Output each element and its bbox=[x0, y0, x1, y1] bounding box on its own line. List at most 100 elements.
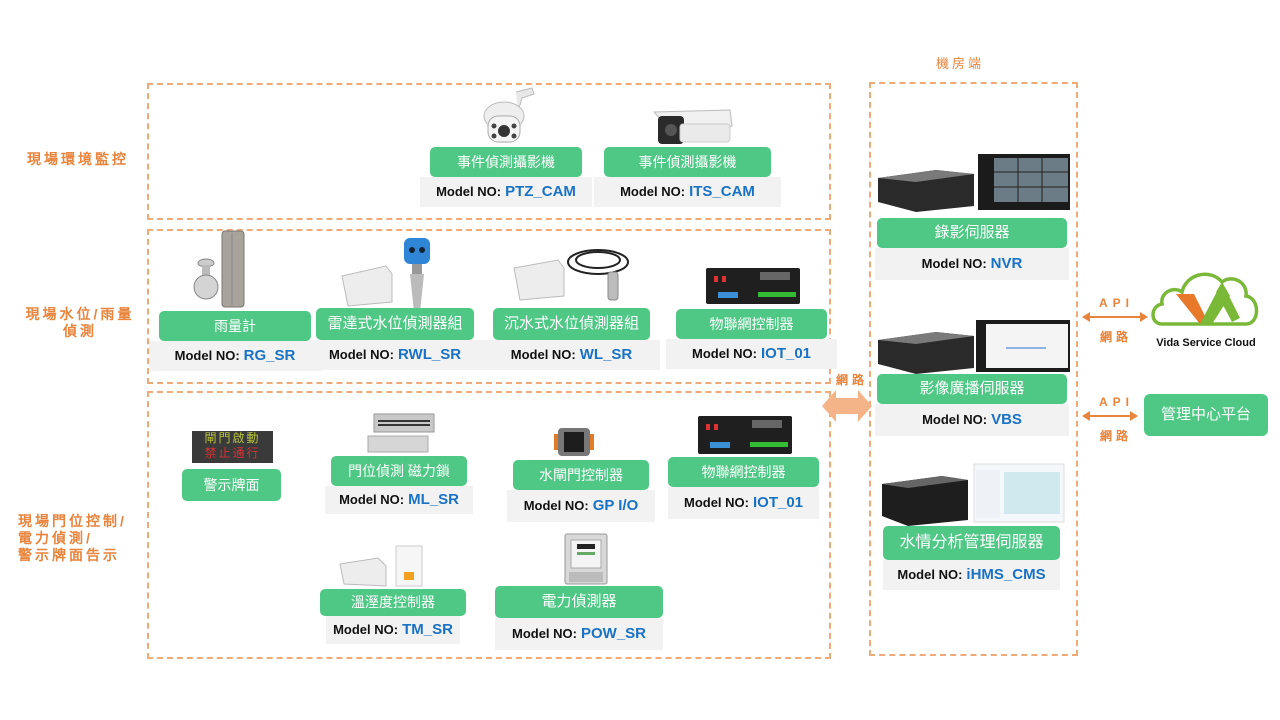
server-title: 影像廣播伺服器 bbox=[877, 374, 1067, 404]
model-row: Model NO:RG_SR bbox=[149, 341, 321, 371]
model-value: IOT_01 bbox=[752, 494, 804, 511]
server-title: 錄影伺服器 bbox=[877, 218, 1067, 248]
device-title: 電力偵測器 bbox=[495, 586, 663, 618]
model-row: Model NO:IOT_01 bbox=[668, 487, 819, 519]
section-label-door-power: 現場門位控制/ 電力偵測/ 警示牌面告示 bbox=[18, 513, 148, 564]
device-card-magnetic-lock[interactable]: 門位偵測 磁力鎖 Model NO:ML_SR bbox=[325, 456, 473, 514]
magnetic-lock-image bbox=[367, 413, 435, 453]
model-row: Model NO:iHMS_CMS bbox=[883, 560, 1060, 590]
device-title: 警示牌面 bbox=[182, 469, 281, 501]
device-title: 雷達式水位偵測器組 bbox=[316, 308, 474, 340]
device-title: 事件偵測攝影機 bbox=[430, 147, 582, 177]
device-card-ptz-cam[interactable]: 事件偵測攝影機 Model NO:PTZ_CAM bbox=[420, 147, 592, 207]
model-value: ITS_CAM bbox=[689, 183, 755, 200]
device-title: 沉水式水位偵測器組 bbox=[493, 308, 650, 340]
model-label: Model NO: bbox=[333, 622, 399, 637]
device-title: 門位偵測 磁力鎖 bbox=[331, 456, 467, 486]
model-row: Model NO:GP I/O bbox=[507, 490, 655, 522]
device-title: 雨量計 bbox=[159, 311, 311, 341]
device-card-radar-wl[interactable]: 雷達式水位偵測器組 Model NO:RWL_SR bbox=[306, 308, 484, 370]
server-card-vbs[interactable]: 影像廣播伺服器 Model NO:VBS bbox=[875, 374, 1069, 436]
section-label-line: 電力偵測/ bbox=[18, 530, 93, 546]
vida-cloud-logo[interactable] bbox=[1148, 262, 1264, 340]
management-platform-button[interactable]: 管理中心平台 bbox=[1144, 394, 1268, 436]
model-value: TM_SR bbox=[402, 621, 453, 638]
device-card-temp-humidity[interactable]: 溫溼度控制器 Model NO:TM_SR bbox=[320, 589, 466, 644]
device-card-warning-sign[interactable]: 警示牌面 bbox=[182, 469, 281, 501]
model-value: GP I/O bbox=[592, 497, 639, 514]
model-row: Model NO:NVR bbox=[875, 248, 1069, 280]
model-row: Model NO:VBS bbox=[875, 404, 1069, 436]
cms-server-image bbox=[882, 463, 1065, 526]
model-value: RG_SR bbox=[243, 347, 296, 364]
device-title: 事件偵測攝影機 bbox=[604, 147, 771, 177]
device-title: 物聯網控制器 bbox=[676, 309, 827, 339]
model-value: VBS bbox=[991, 411, 1022, 428]
api-arrow-platform[interactable] bbox=[1082, 411, 1138, 421]
model-label: Model NO: bbox=[339, 492, 405, 507]
api-label-platform: API bbox=[1099, 395, 1135, 409]
device-card-gate-ctrl[interactable]: 水閘門控制器 Model NO:GP I/O bbox=[507, 460, 655, 522]
model-row: Model NO:POW_SR bbox=[495, 618, 663, 650]
model-value: PTZ_CAM bbox=[505, 183, 576, 200]
vbs-server-image bbox=[878, 320, 1070, 374]
model-row: Model NO:ML_SR bbox=[325, 486, 473, 514]
server-card-nvr[interactable]: 錄影伺服器 Model NO:NVR bbox=[875, 218, 1069, 280]
server-title: 水情分析管理伺服器 bbox=[883, 526, 1060, 560]
model-value: NVR bbox=[990, 255, 1023, 272]
model-row: Model NO:TM_SR bbox=[326, 616, 460, 644]
power-meter-image bbox=[564, 533, 608, 585]
device-card-iot-ctrl-2[interactable]: 物聯網控制器 Model NO:IOT_01 bbox=[668, 457, 819, 519]
model-value: RWL_SR bbox=[397, 346, 462, 363]
radar-water-level-image bbox=[341, 238, 430, 312]
section-label-line: 現場水位/雨量 bbox=[25, 306, 135, 322]
model-label: Model NO: bbox=[897, 567, 963, 582]
section-label-water-rain: 現場水位/雨量 偵測 bbox=[10, 306, 150, 340]
device-card-power-meter[interactable]: 電力偵測器 Model NO:POW_SR bbox=[495, 586, 663, 650]
model-row: Model NO:IOT_01 bbox=[666, 339, 837, 369]
model-row: Model NO:RWL_SR bbox=[306, 340, 484, 370]
model-label: Model NO: bbox=[436, 184, 502, 199]
gate-controller-image bbox=[554, 428, 594, 456]
model-label: Model NO: bbox=[683, 495, 749, 510]
device-card-its-cam[interactable]: 事件偵測攝影機 Model NO:ITS_CAM bbox=[594, 147, 781, 207]
rain-gauge-image bbox=[193, 230, 245, 308]
model-value: POW_SR bbox=[580, 625, 646, 642]
api-arrow-cloud[interactable] bbox=[1082, 312, 1148, 322]
iot-controller-image bbox=[698, 416, 792, 454]
door-power-box bbox=[147, 391, 831, 659]
env-monitor-box bbox=[147, 83, 831, 220]
temp-humidity-image bbox=[339, 545, 423, 587]
sign-line-2: 禁止通行 bbox=[204, 446, 261, 460]
model-row: Model NO:PTZ_CAM bbox=[420, 177, 592, 207]
device-card-iot-ctrl-1[interactable]: 物聯網控制器 Model NO:IOT_01 bbox=[666, 309, 837, 369]
model-label: Model NO: bbox=[174, 348, 240, 363]
bidirectional-network-arrow bbox=[822, 390, 872, 422]
network-label: 網路 bbox=[836, 373, 869, 387]
warning-sign-display: 閘門啟動 禁止通行 bbox=[192, 431, 273, 463]
model-label: Model NO: bbox=[510, 347, 576, 362]
server-card-cms[interactable]: 水情分析管理伺服器 Model NO:iHMS_CMS bbox=[883, 526, 1060, 590]
api-label-cloud: API bbox=[1099, 296, 1135, 310]
model-label: Model NO: bbox=[328, 347, 394, 362]
api-network-label-cloud: 網路 bbox=[1100, 330, 1133, 344]
device-card-submersible-wl[interactable]: 沉水式水位偵測器組 Model NO:WL_SR bbox=[483, 308, 660, 370]
submersible-water-level-image bbox=[513, 249, 629, 301]
its-camera-image bbox=[652, 109, 733, 144]
model-label: Model NO: bbox=[922, 412, 988, 427]
model-label: Model NO: bbox=[620, 184, 686, 199]
section-label-env-monitor: 現場環境監控 bbox=[27, 151, 129, 167]
vida-cloud-name: Vida Service Cloud bbox=[1156, 337, 1256, 349]
model-label: Model NO: bbox=[921, 256, 987, 271]
section-label-server-room: 機房端 bbox=[935, 56, 984, 71]
api-network-label-platform: 網路 bbox=[1100, 429, 1133, 443]
model-row: Model NO:ITS_CAM bbox=[594, 177, 781, 207]
model-row: Model NO:WL_SR bbox=[483, 340, 660, 370]
model-label: Model NO: bbox=[511, 626, 577, 641]
device-card-rain-gauge[interactable]: 雨量計 Model NO:RG_SR bbox=[149, 311, 321, 371]
model-value: IOT_01 bbox=[760, 345, 812, 362]
model-value: iHMS_CMS bbox=[966, 566, 1046, 583]
sign-line-1: 閘門啟動 bbox=[204, 431, 261, 445]
section-label-line: 警示牌面告示 bbox=[18, 547, 120, 563]
nvr-server-image bbox=[878, 154, 1070, 212]
